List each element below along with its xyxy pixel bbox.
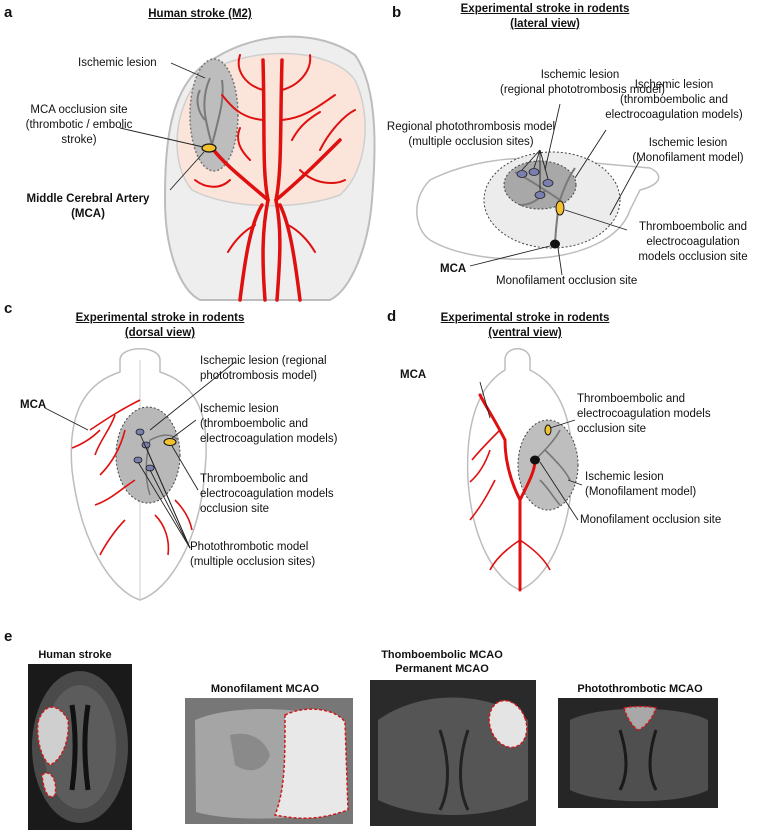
panel-e-letter: e <box>4 628 13 645</box>
panel-a-occlusion-site-label: MCA occlusion site (thrombotic / embolic… <box>25 104 133 146</box>
panel-a-title: Human stroke (M2) <box>148 8 252 20</box>
panel-b-letter: b <box>392 4 402 21</box>
mri-4-title: Photothrombotic MCAO <box>577 683 703 695</box>
panel-b-title: Experimental stroke in rodents (lateral … <box>460 3 630 30</box>
panel-c-photo-model-label: Photothrombotic model (multiple occlusio… <box>190 541 316 568</box>
panel-c-mca-label: MCA <box>20 399 47 411</box>
panel-d-letter: d <box>387 308 397 325</box>
panel-c-title: Experimental stroke in rodents (dorsal v… <box>75 312 245 339</box>
mri-3-title: Thomboembolic MCAO Permanent MCAO <box>381 649 503 675</box>
panel-b-mono-site-label: Monofilament occlusion site <box>496 275 638 287</box>
panel-c-lesion-photo-label: Ischemic lesion (regional phototrombosis… <box>200 355 327 382</box>
panel-d-lesion-mono-label: Ischemic lesion (Monofilament model) <box>585 471 697 498</box>
mri-2-title: Monofilament MCAO <box>210 683 320 695</box>
panel-c-letter: c <box>4 300 13 317</box>
panel-c-thrombo-site-label: Thromboembolic and electrocoagulation mo… <box>200 473 334 515</box>
mri-1-title: Human stroke <box>38 649 112 661</box>
mri-photothrombotic <box>558 698 718 808</box>
panel-b-lesion-mono-label: Ischemic lesion (Monofilament model) <box>632 137 744 164</box>
panel-b-lesion-photo-label: Ischemic lesion (regional phototrombosis… <box>500 69 665 96</box>
panel-d-title: Experimental stroke in rodents (ventral … <box>440 312 610 339</box>
panel-d-thrombo-site-label: Thromboembolic and electrocoagulation mo… <box>577 393 711 435</box>
panel-d-mono-site-label: Monofilament occlusion site <box>580 514 722 526</box>
mri-human-stroke <box>28 664 132 830</box>
panel-b-photo-model-label: Regional photothrombosis model (multiple… <box>386 121 556 148</box>
panel-a-letter: a <box>4 4 13 21</box>
panel-a-mca-label: Middle Cerebral Artery (MCA) <box>26 193 150 220</box>
panel-b-thrombo-site-label: Thromboembolic and electrocoagulation mo… <box>638 221 748 263</box>
mri-thromboembolic <box>370 680 536 826</box>
mri-monofilament <box>185 698 353 824</box>
panel-d-mca-label: MCA <box>400 369 427 381</box>
panel-b-lesion-thrombo-label: Ischemic lesion (thromboembolic and elec… <box>605 79 743 121</box>
panel-c-lesion-thrombo-label: Ischemic lesion (thromboembolic and elec… <box>200 403 338 445</box>
panel-b-mca-label: MCA <box>440 263 467 275</box>
panel-a-ischemic-lesion-label: Ischemic lesion <box>78 57 157 69</box>
